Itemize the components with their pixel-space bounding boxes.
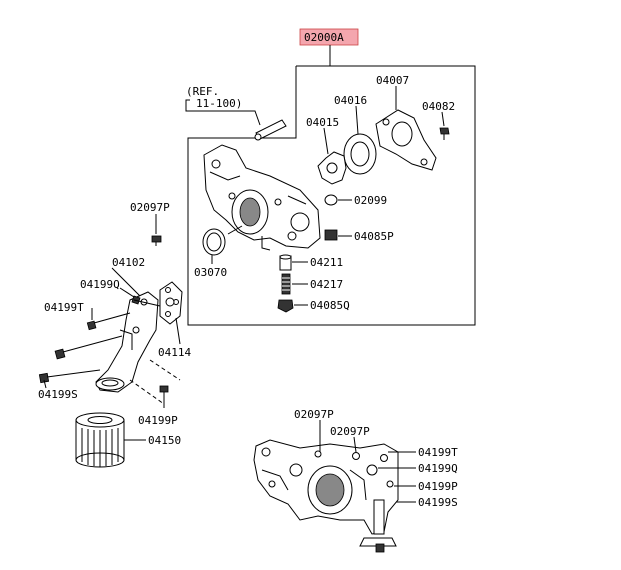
oil-seal bbox=[202, 228, 226, 264]
o-ring-02099 bbox=[324, 194, 338, 206]
oil-filter-04150 bbox=[75, 412, 146, 468]
bolt-04199T-left bbox=[86, 308, 131, 331]
ref-note: (REF. 11-100) bbox=[185, 85, 287, 141]
label-04199P-right[interactable]: 04199P bbox=[418, 480, 458, 493]
inner-rotor bbox=[317, 127, 347, 185]
plug-04085Q bbox=[277, 299, 294, 313]
bolt-02097P-left bbox=[151, 214, 162, 246]
svg-text:(REF.: (REF. bbox=[186, 85, 219, 98]
bolt-long-left bbox=[54, 335, 123, 360]
label-04199P-left[interactable]: 04199P bbox=[138, 414, 178, 427]
bolt-04082 bbox=[439, 111, 450, 140]
relief-spring bbox=[281, 273, 291, 295]
label-04085Q[interactable]: 04085Q bbox=[310, 299, 350, 312]
filter-bracket-04102 bbox=[95, 267, 159, 393]
bolt-04199Q-left bbox=[119, 287, 161, 307]
label-04082[interactable]: 04082 bbox=[422, 100, 455, 113]
label-02099[interactable]: 02099 bbox=[354, 194, 387, 207]
plug-04085P bbox=[324, 229, 338, 241]
gasket-04114 bbox=[159, 281, 183, 345]
assembly-boundary bbox=[187, 65, 476, 326]
bolt-04199P-left bbox=[159, 385, 169, 408]
label-04217[interactable]: 04217 bbox=[310, 278, 343, 291]
label-04199S-right[interactable]: 04199S bbox=[418, 496, 458, 509]
label-02097P-lower[interactable]: 02097P bbox=[330, 425, 370, 438]
label-04085P[interactable]: 04085P bbox=[354, 230, 394, 243]
installed-assembly-view bbox=[253, 439, 399, 553]
pump-cover bbox=[375, 86, 437, 171]
label-04150[interactable]: 04150 bbox=[148, 434, 181, 447]
label-02097P-upper[interactable]: 02097P bbox=[294, 408, 334, 421]
label-04199Q-left[interactable]: 04199Q bbox=[80, 278, 120, 291]
outer-rotor bbox=[343, 105, 377, 175]
svg-text:11-100): 11-100) bbox=[196, 97, 242, 110]
label-04199Q-right[interactable]: 04199Q bbox=[418, 462, 458, 475]
label-04199T-left[interactable]: 04199T bbox=[44, 301, 84, 314]
label-04114[interactable]: 04114 bbox=[158, 346, 191, 359]
assembly-label-highlight bbox=[299, 28, 359, 46]
alignment-line bbox=[149, 359, 181, 381]
label-04199T-right[interactable]: 04199T bbox=[418, 446, 458, 459]
relief-plunger bbox=[279, 254, 292, 271]
oil-pump-housing bbox=[203, 144, 321, 251]
label-04211[interactable]: 04211 bbox=[310, 256, 343, 269]
assembly-label[interactable]: 02000A bbox=[304, 31, 344, 44]
label-03070[interactable]: 03070 bbox=[194, 266, 227, 279]
label-04015[interactable]: 04015 bbox=[306, 116, 339, 129]
bolt-04199S-left bbox=[38, 369, 101, 389]
label-04016[interactable]: 04016 bbox=[334, 94, 367, 107]
label-04007[interactable]: 04007 bbox=[376, 74, 409, 87]
label-04102[interactable]: 04102 bbox=[112, 256, 145, 269]
label-02097P-left[interactable]: 02097P bbox=[130, 201, 170, 214]
label-04199S-left[interactable]: 04199S bbox=[38, 388, 78, 401]
